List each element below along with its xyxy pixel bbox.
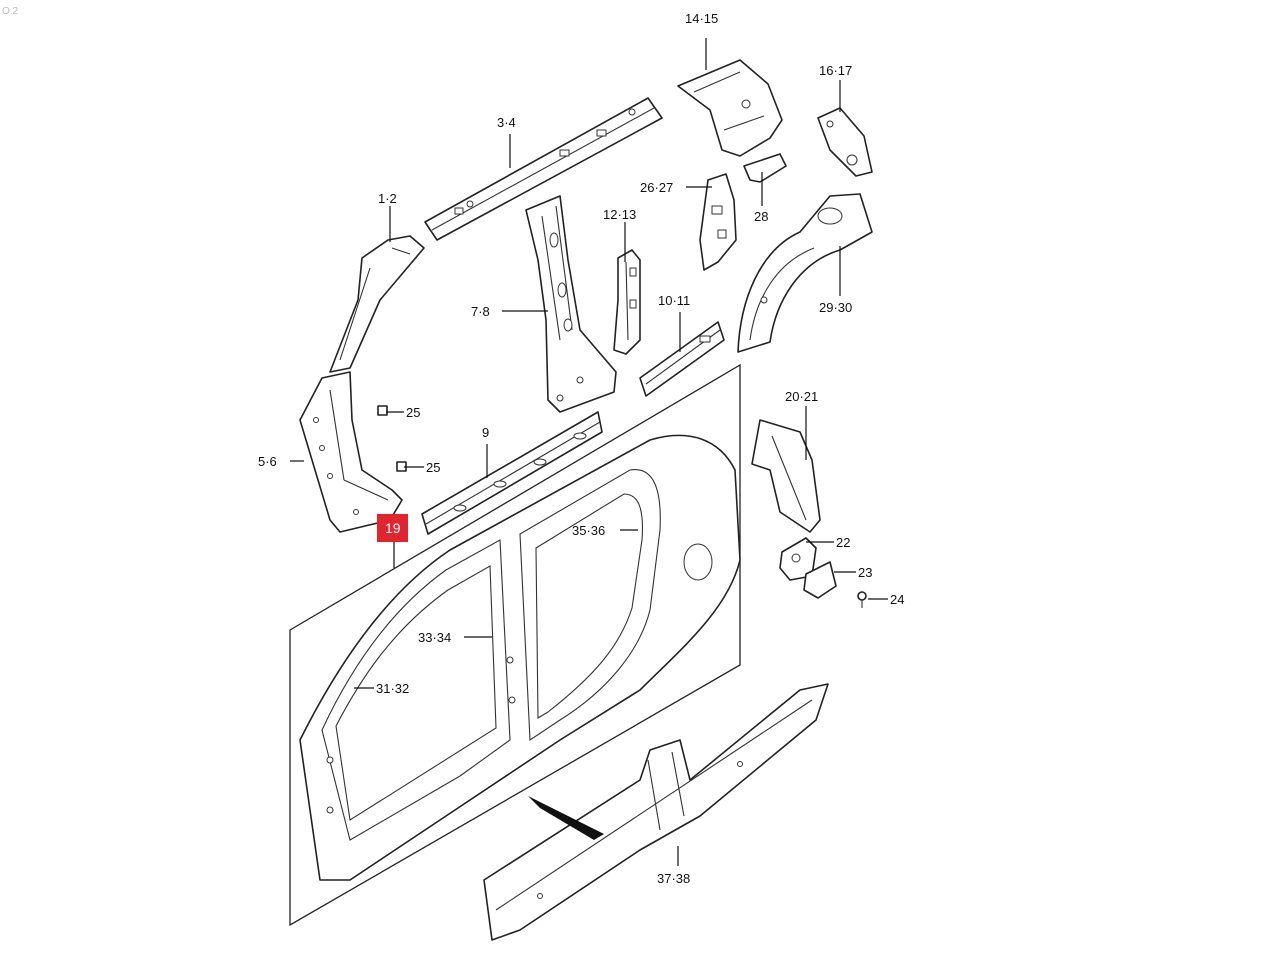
callout-22: 22 [836,535,850,550]
callout-12-13: 12·13 [603,207,636,222]
sill-reinforcement [421,411,603,535]
wheel-house [737,193,873,353]
fuel-lid-door [803,561,837,599]
rear-upper-panel [677,59,783,157]
side-panel-frame [289,363,741,927]
callout-10-11: 10·11 [658,293,690,308]
callout-29-30: 29·30 [819,300,852,315]
rocker-inner [639,321,725,397]
callout-31-32: 31·32 [376,681,409,696]
callout-37-38: 37·38 [657,871,690,886]
callout-9: 9 [482,425,489,440]
callout-25-upper: 25 [406,405,420,420]
roof-rail-part [424,97,663,241]
center-pillar [525,195,617,413]
corner-mark: O.2 [2,6,19,17]
assembly-arrow [528,796,604,840]
pillar-reinforcement [613,249,641,355]
outer-rocker [483,683,829,941]
callout-28: 28 [754,209,768,224]
highlight-badge-label: 19 [385,520,401,536]
corner-bracket [817,107,873,177]
fuel-lid-screw [857,591,867,608]
quarter-brace [751,419,821,533]
callout-20-21: 20·21 [785,389,818,404]
highlight-badge-19[interactable]: 19 [377,514,408,542]
callout-26-27: 26·27 [640,180,673,195]
front-pillar-lower [299,371,403,533]
callout-24: 24 [890,592,904,607]
front-pillar-upper [329,235,425,373]
callout-25-lower: 25 [426,460,440,475]
clip-part-upper [377,405,388,416]
highlight-badge-box [377,514,408,542]
small-bracket [743,153,787,183]
callout-35-36: 35·36 [572,523,605,538]
outer-side-panel [299,434,741,881]
callout-23: 23 [858,565,872,580]
callout-16-17: 16·17 [819,63,852,78]
callout-33-34: 33·34 [418,630,451,645]
callout-3-4: 3·4 [497,115,516,130]
quarter-inner [699,173,737,271]
callout-14-15: 14·15 [685,11,718,26]
callout-1-2: 1·2 [378,191,397,206]
callout-7-8: 7·8 [471,304,490,319]
callout-5-6: 5·6 [258,454,277,469]
